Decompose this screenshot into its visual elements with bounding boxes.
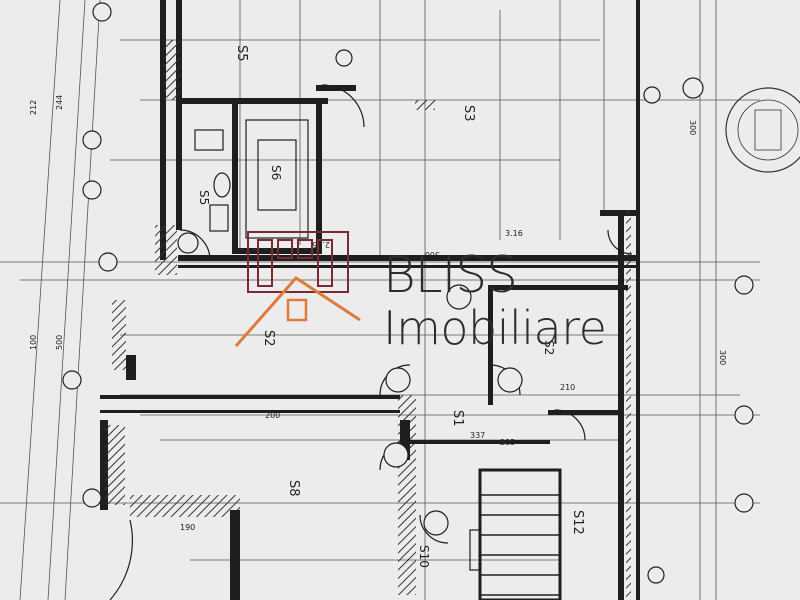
axis-markers bbox=[62, 2, 754, 584]
svg-text:S12: S12 bbox=[570, 510, 585, 535]
svg-text:S2: S2 bbox=[261, 330, 276, 347]
svg-text:500: 500 bbox=[55, 335, 64, 350]
svg-text:337: 337 bbox=[470, 431, 485, 440]
walls bbox=[100, 0, 640, 600]
svg-text:200: 200 bbox=[265, 411, 280, 420]
svg-text:210: 210 bbox=[560, 383, 575, 392]
svg-text:300: 300 bbox=[425, 250, 440, 259]
svg-text:S5: S5 bbox=[197, 190, 211, 205]
watermark-brand-name: BLISS bbox=[383, 246, 518, 304]
svg-text:2.55: 2.55 bbox=[312, 240, 330, 249]
svg-text:190: 190 bbox=[180, 523, 195, 532]
watermark-brand-suffix: Imobiliare bbox=[383, 301, 607, 355]
svg-text:244: 244 bbox=[55, 95, 64, 110]
official-stamp bbox=[725, 87, 800, 173]
stairs bbox=[480, 494, 560, 596]
svg-text:300: 300 bbox=[688, 120, 697, 135]
annotations: 212 244 100 500 300 300 210 337 285 200 … bbox=[29, 95, 727, 532]
room-labels: S3 S5 S6 S5 S2 S2 S1 S8 S12 S10 bbox=[197, 45, 585, 568]
svg-text:S8: S8 bbox=[286, 480, 301, 497]
svg-text:100: 100 bbox=[29, 335, 38, 350]
svg-text:S2: S2 bbox=[542, 340, 556, 355]
svg-text:300: 300 bbox=[718, 350, 727, 365]
bathroom-fixtures bbox=[194, 119, 481, 571]
bliss-logo-mark bbox=[234, 231, 361, 347]
svg-text:S10: S10 bbox=[417, 545, 431, 568]
svg-text:212: 212 bbox=[29, 100, 38, 115]
svg-text:3.16: 3.16 bbox=[505, 229, 523, 238]
svg-text:S6: S6 bbox=[269, 165, 283, 180]
svg-text:S3: S3 bbox=[461, 105, 476, 122]
svg-text:S5: S5 bbox=[234, 45, 249, 62]
svg-text:285: 285 bbox=[500, 438, 515, 447]
svg-text:S1: S1 bbox=[450, 410, 465, 427]
